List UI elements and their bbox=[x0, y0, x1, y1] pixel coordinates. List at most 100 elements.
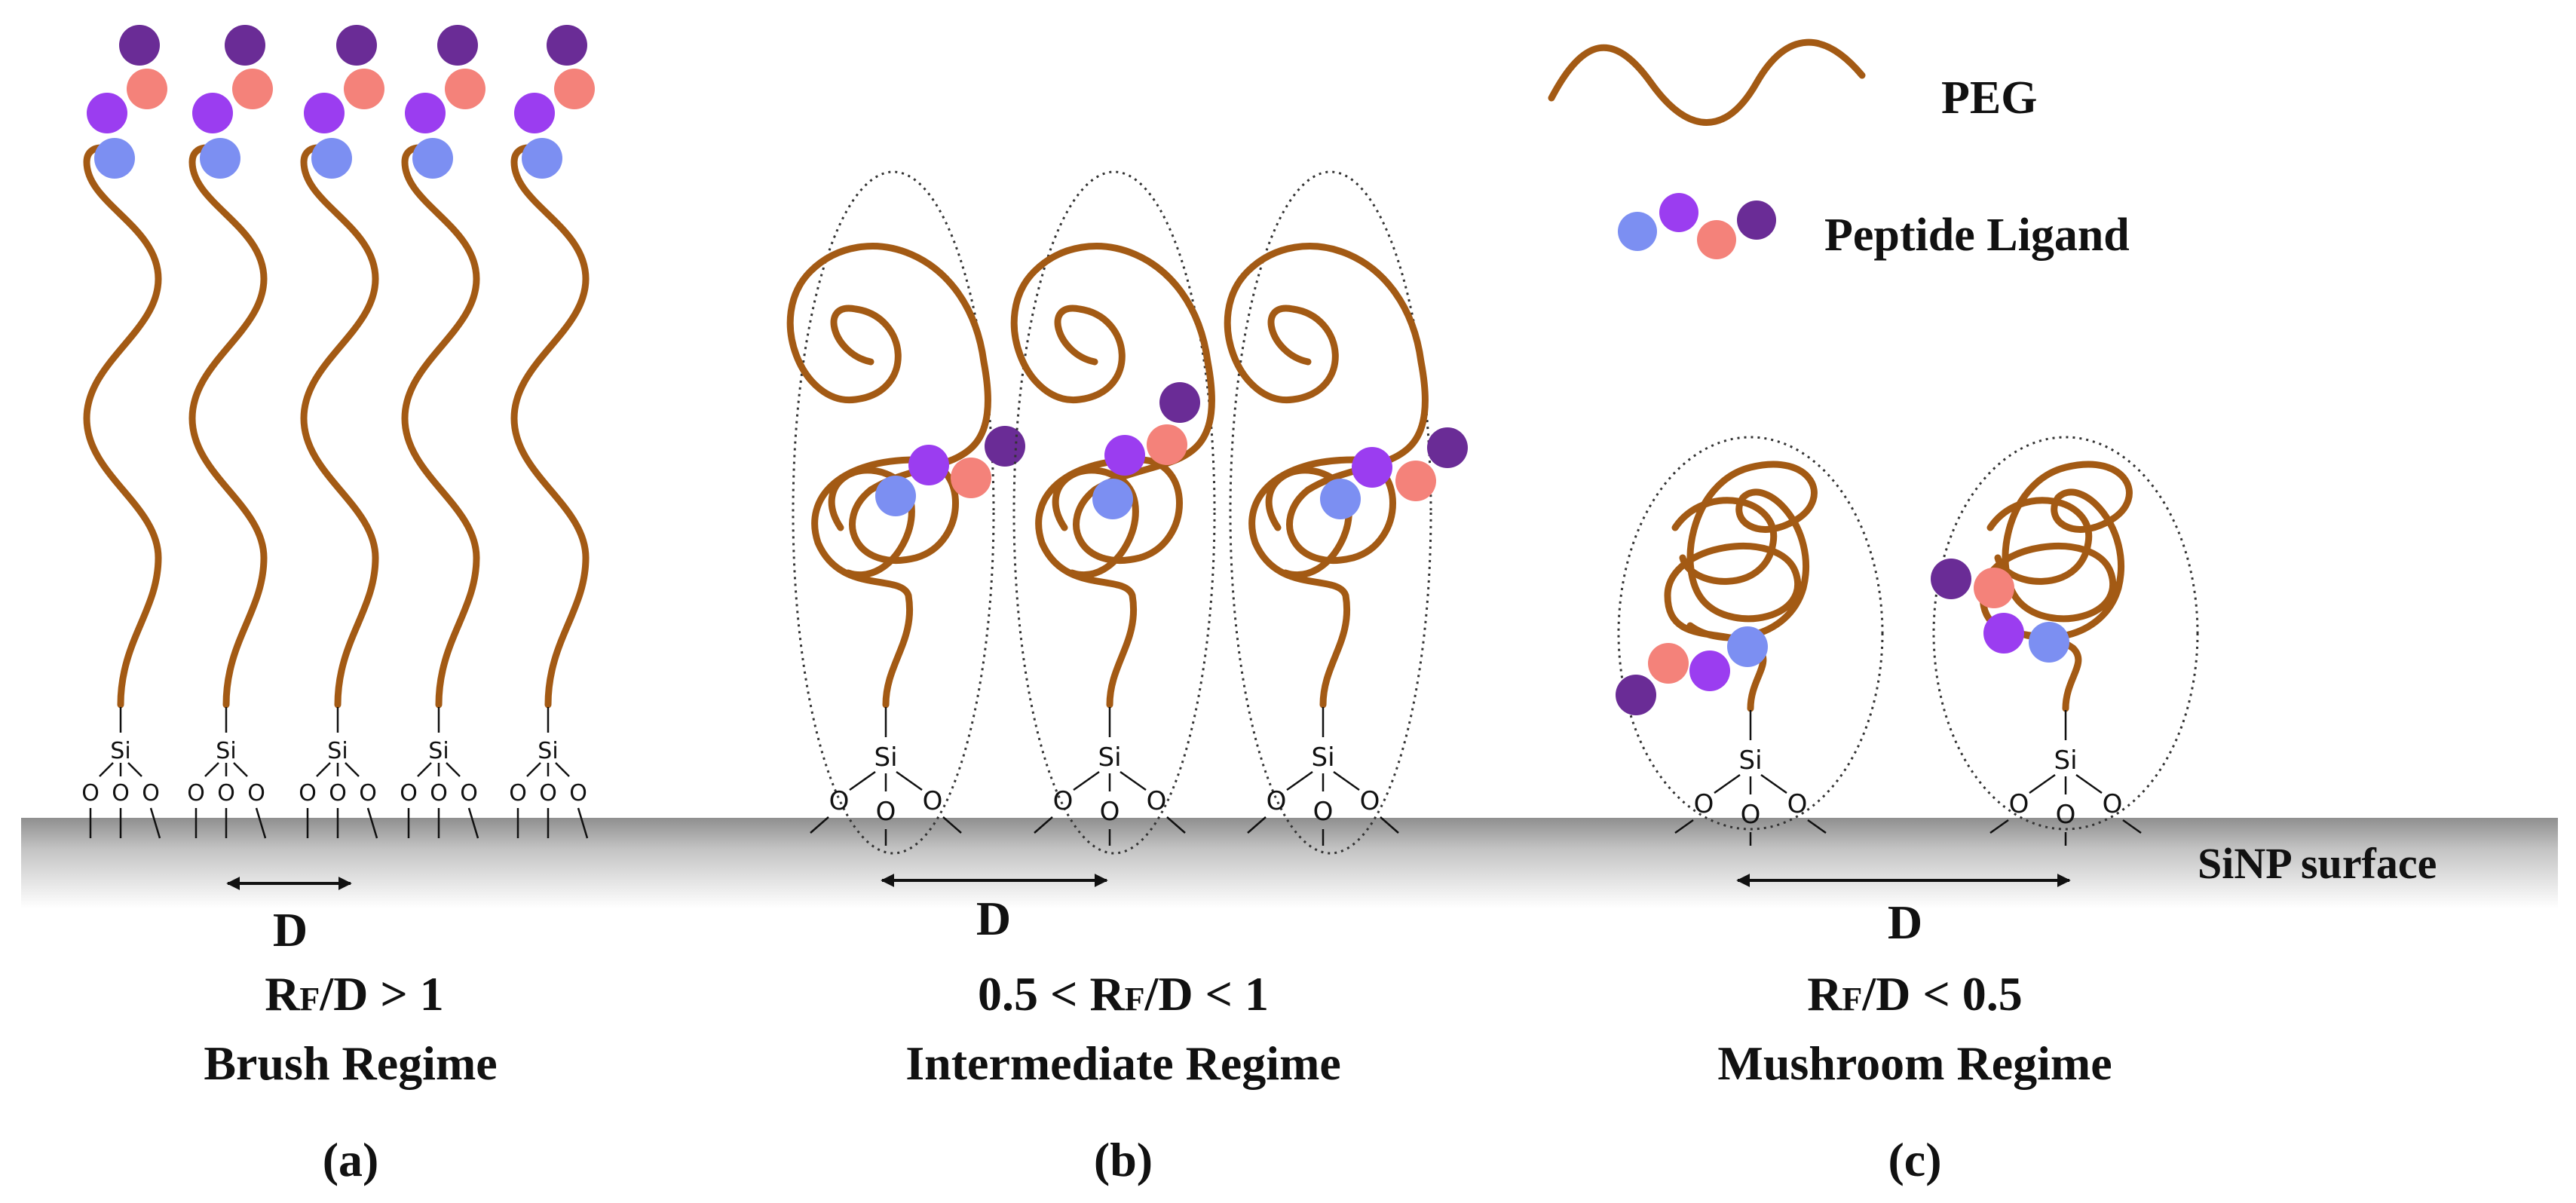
ligand-bead bbox=[87, 93, 127, 133]
o-atom: O bbox=[187, 780, 205, 807]
ligand-bead bbox=[412, 138, 453, 179]
ligand-bead bbox=[94, 138, 135, 179]
o-atom: O bbox=[2056, 800, 2076, 830]
ligand-bead bbox=[405, 93, 446, 133]
ligand-bead bbox=[119, 25, 160, 66]
peg-coil bbox=[1010, 243, 1215, 709]
o-atom: O bbox=[876, 797, 896, 827]
bond bbox=[1166, 816, 1186, 834]
o-atom: O bbox=[460, 780, 478, 807]
bond bbox=[942, 816, 962, 834]
o-atom: O bbox=[1053, 786, 1074, 816]
distance-label-b: D bbox=[976, 892, 1011, 945]
bond bbox=[99, 762, 114, 777]
si-atom: Si bbox=[1311, 742, 1334, 773]
ligand-bead bbox=[514, 93, 555, 133]
legend-peg-wave bbox=[1548, 38, 1866, 126]
ligand-bead bbox=[437, 25, 478, 66]
ligand-bead bbox=[1689, 650, 1730, 691]
ligand-bead bbox=[232, 69, 273, 109]
ratio-label-a: RF/D > 1 bbox=[265, 967, 444, 1021]
bond bbox=[149, 807, 161, 839]
regime-label-a: Brush Regime bbox=[204, 1036, 497, 1090]
o-atom: O bbox=[217, 780, 235, 807]
distance-label-a: D bbox=[273, 903, 308, 957]
peptide-ligand bbox=[1320, 427, 1468, 519]
panel-a-labels: D RF/D > 1 Brush Regime (a) bbox=[204, 903, 497, 1186]
peptide-ligand bbox=[875, 426, 1025, 516]
si-atom: Si bbox=[874, 742, 897, 773]
peg-coil bbox=[1986, 497, 2093, 585]
bond bbox=[1034, 816, 1053, 834]
o-atom: O bbox=[142, 780, 160, 807]
si-atom: Si bbox=[216, 738, 236, 764]
o-atom: O bbox=[2009, 789, 2029, 819]
bond bbox=[2029, 773, 2056, 794]
polymer-envelope bbox=[1012, 170, 1216, 855]
distance-label-c: D bbox=[1888, 895, 1922, 949]
panel-label-c: (c) bbox=[1888, 1133, 1941, 1186]
peptide-ligand bbox=[1931, 559, 2069, 663]
regime-label-c: Mushroom Regime bbox=[1717, 1036, 2112, 1090]
bond bbox=[810, 816, 829, 834]
o-atom: O bbox=[81, 780, 100, 807]
ligand-bead bbox=[1727, 626, 1768, 667]
ligand-bead bbox=[1159, 382, 1200, 423]
bond bbox=[1714, 773, 1741, 794]
panel-b-labels: D 0.5 < RF/D < 1 Intermediate Regime (b) bbox=[905, 892, 1341, 1186]
ligand-bead bbox=[225, 25, 265, 66]
sinp-surface bbox=[21, 818, 2558, 908]
ligand-bead bbox=[1147, 424, 1187, 465]
bond bbox=[896, 770, 923, 791]
o-atom: O bbox=[1741, 800, 1761, 830]
ligand-bead bbox=[192, 93, 233, 133]
peptide-ligand bbox=[192, 25, 273, 179]
o-atom: O bbox=[1267, 786, 1287, 816]
ligand-bead bbox=[1983, 613, 2024, 654]
peg-coil bbox=[1664, 461, 1818, 712]
peptide-ligand bbox=[304, 25, 384, 179]
polymer-envelope bbox=[1617, 436, 1884, 831]
peptide-ligand bbox=[405, 25, 485, 179]
o-atom: O bbox=[1147, 786, 1167, 816]
bond bbox=[1247, 816, 1267, 834]
peptide-ligand bbox=[514, 25, 595, 179]
bond bbox=[849, 770, 876, 791]
polymer-envelope bbox=[1932, 436, 2199, 831]
bond bbox=[577, 807, 589, 839]
bond bbox=[1989, 819, 2009, 834]
legend-peptide-icon bbox=[1618, 193, 1776, 259]
polymer-envelope bbox=[1229, 170, 1432, 855]
bond bbox=[316, 762, 331, 777]
bond bbox=[366, 807, 378, 839]
o-atom: O bbox=[359, 780, 377, 807]
polymer-envelope bbox=[792, 170, 995, 855]
peg-coil bbox=[1052, 467, 1139, 578]
ligand-bead bbox=[1320, 479, 1361, 519]
ligand-bead bbox=[1616, 675, 1656, 715]
bond bbox=[127, 762, 142, 777]
o-atom: O bbox=[509, 780, 527, 807]
ligand-bead bbox=[1931, 559, 1971, 599]
peptide-ligand bbox=[1616, 626, 1768, 715]
ligand-bead bbox=[908, 445, 949, 485]
panel-label-b: (b) bbox=[1094, 1133, 1153, 1186]
ligand-bead bbox=[1104, 435, 1145, 476]
peg-coil bbox=[1671, 497, 1778, 585]
ligand-bead bbox=[304, 93, 345, 133]
si-atom: Si bbox=[2054, 745, 2077, 776]
ratio-label-b: 0.5 < RF/D < 1 bbox=[978, 967, 1269, 1021]
panel-label-a: (a) bbox=[323, 1133, 379, 1186]
peptide-ligand bbox=[87, 25, 167, 179]
ratio-label-c: RF/D < 0.5 bbox=[1807, 967, 2023, 1021]
panel-c-labels: D RF/D < 0.5 Mushroom Regime (c) bbox=[1717, 895, 2112, 1186]
bond bbox=[1286, 770, 1313, 791]
